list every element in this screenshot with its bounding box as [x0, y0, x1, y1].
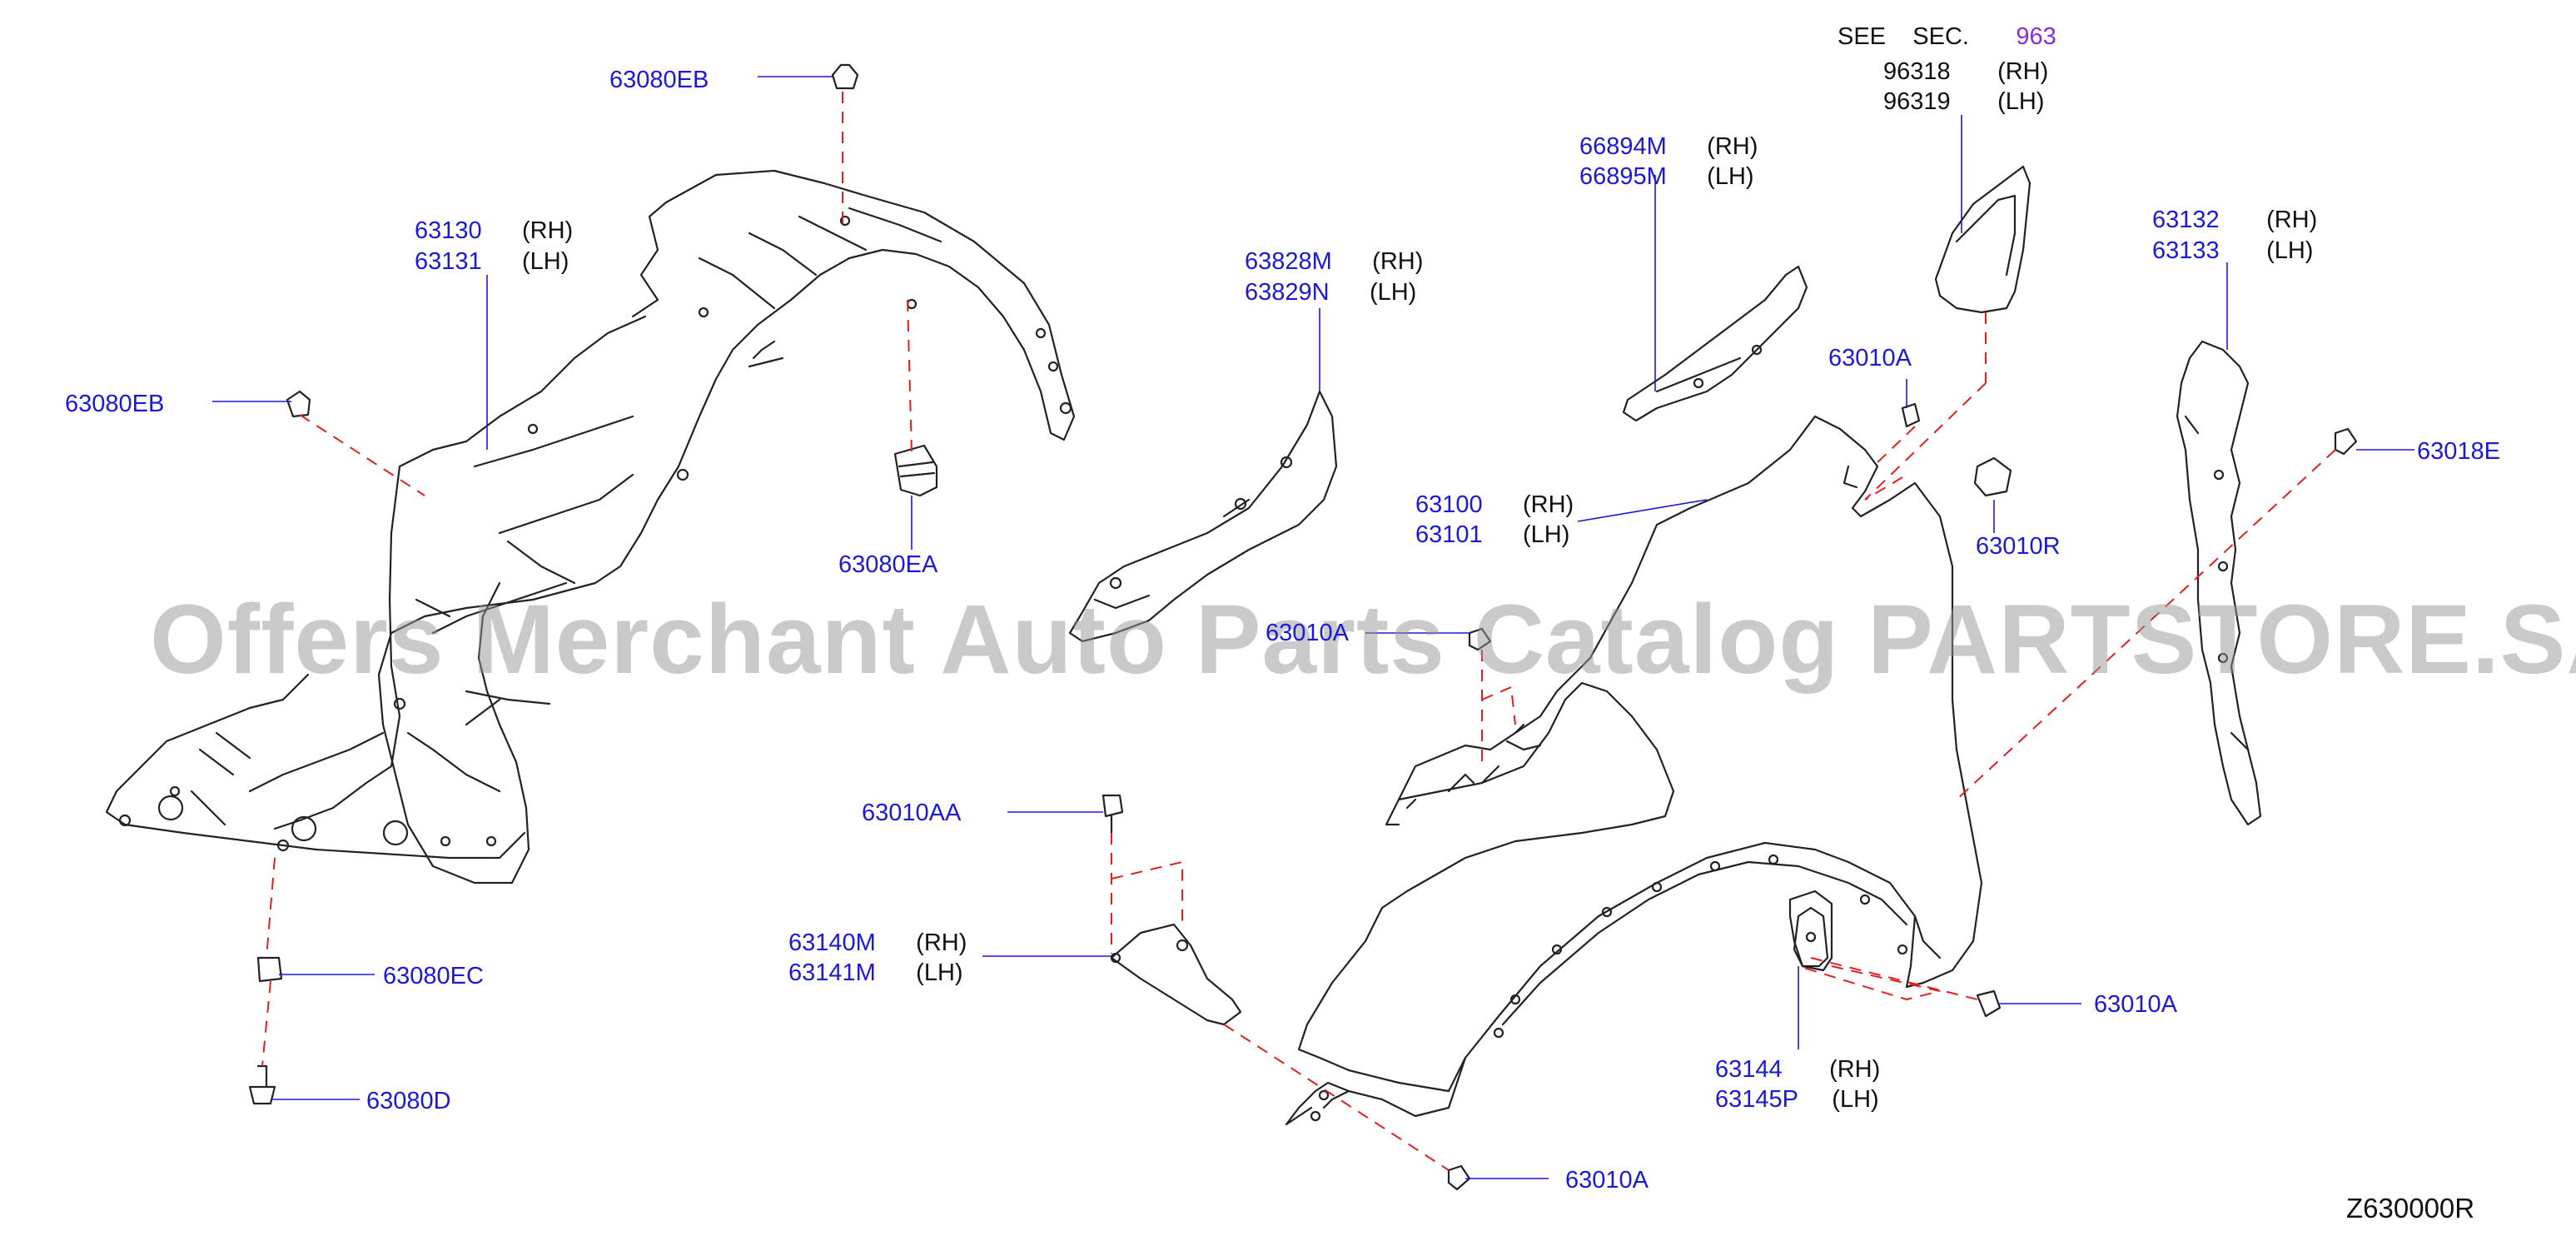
- fender-liner-illustration: [105, 169, 1076, 885]
- see-label: SEE: [1838, 23, 1887, 50]
- part-number[interactable]: 63100: [1415, 491, 1483, 518]
- sec-label: SEC.: [1912, 23, 1969, 50]
- part-number[interactable]: 96318: [1883, 58, 1951, 85]
- part-label-63010A-mid[interactable]: 63010A: [1266, 620, 1349, 646]
- part-label-66895M: 66895M (LH): [1579, 162, 1754, 192]
- part-label-63080EC[interactable]: 63080EC: [383, 963, 484, 989]
- part-label-63101: 63101 (LH): [1415, 520, 1569, 550]
- part-number[interactable]: 96319: [1883, 88, 1951, 115]
- leader-lines: [212, 76, 2414, 1179]
- side-indicator: (LH): [916, 959, 963, 986]
- fender-side-panel-illustration: [2176, 340, 2262, 826]
- fender-garnish-illustration: [1934, 165, 2031, 314]
- part-label-63080EA[interactable]: 63080EA: [838, 551, 938, 578]
- part-label-63131: 63131 (LH): [415, 247, 569, 277]
- side-indicator: (LH): [2266, 237, 2314, 264]
- part-label-63140M: 63140M (RH): [788, 928, 967, 958]
- side-indicator: (LH): [1707, 163, 1754, 190]
- side-indicator: (RH): [1829, 1056, 1881, 1083]
- part-number[interactable]: 63141M: [788, 959, 876, 986]
- see-section-note: SEE SEC. 963: [1838, 22, 2056, 52]
- part-label-63132: 63132 (RH): [2152, 205, 2317, 235]
- front-fender-illustration: [1285, 415, 1983, 1126]
- part-label-63828M: 63828M (RH): [1245, 247, 1423, 277]
- side-indicator: (RH): [1707, 133, 1758, 160]
- part-number[interactable]: 63130: [415, 217, 482, 244]
- part-number[interactable]: 66895M: [1579, 163, 1667, 190]
- part-number[interactable]: 63829N: [1245, 279, 1330, 306]
- side-indicator: (RH): [1523, 491, 1574, 518]
- fender-front-bracket-illustration: [1110, 923, 1242, 1026]
- part-label-63010R[interactable]: 63010R: [1976, 533, 2061, 560]
- side-indicator: (RH): [916, 929, 967, 956]
- part-number[interactable]: 66894M: [1579, 133, 1667, 160]
- part-number[interactable]: 63145P: [1715, 1086, 1798, 1113]
- part-label-63010A-bottom[interactable]: 63010A: [1565, 1167, 1649, 1194]
- part-number[interactable]: 63132: [2152, 207, 2220, 233]
- side-indicator: (LH): [1832, 1086, 1879, 1113]
- fasteners-illustration: [248, 63, 2358, 1191]
- side-indicator: (LH): [522, 248, 569, 275]
- part-label-63080D[interactable]: 63080D: [366, 1088, 451, 1114]
- side-indicator: (LH): [1369, 279, 1417, 306]
- part-number[interactable]: 63101: [1415, 521, 1483, 548]
- fender-lower-bracket-illustration: [1788, 890, 1833, 972]
- part-label-63133: 63133 (LH): [2152, 236, 2313, 266]
- part-number[interactable]: 63133: [2152, 237, 2220, 264]
- side-indicator: (LH): [1523, 521, 1570, 548]
- part-label-63080EB-top[interactable]: 63080EB: [609, 67, 709, 93]
- part-label-63010A-top[interactable]: 63010A: [1828, 345, 1912, 371]
- part-label-96319: 96319 (LH): [1883, 87, 2044, 117]
- part-number[interactable]: 63140M: [788, 929, 876, 956]
- part-label-96318: 96318 (RH): [1883, 57, 2048, 87]
- part-label-66894M: 66894M (RH): [1579, 132, 1758, 162]
- side-indicator: (RH): [1997, 58, 2049, 85]
- side-indicator: (RH): [522, 217, 574, 244]
- part-label-63144: 63144 (RH): [1715, 1054, 1880, 1084]
- part-number[interactable]: 63828M: [1245, 248, 1332, 275]
- side-indicator: (RH): [1372, 248, 1424, 275]
- part-number[interactable]: 63144: [1715, 1056, 1783, 1083]
- part-label-63145P: 63145P (LH): [1715, 1084, 1879, 1114]
- part-label-63080EB-left[interactable]: 63080EB: [65, 391, 165, 417]
- part-label-63100: 63100 (RH): [1415, 490, 1574, 520]
- diagram-id: Z630000R: [2346, 1193, 2475, 1224]
- part-label-63018E[interactable]: 63018E: [2417, 438, 2500, 465]
- part-number[interactable]: 63131: [415, 248, 482, 275]
- side-indicator: (LH): [1997, 88, 2045, 115]
- part-label-63010A-right[interactable]: 63010A: [2094, 991, 2177, 1018]
- section-link-963[interactable]: 963: [2016, 23, 2056, 50]
- fender-bracket-illustration: [1068, 390, 1338, 643]
- watermark: Offers Merchant Auto Parts Catalog PARTS…: [150, 585, 2576, 695]
- side-indicator: (RH): [2266, 207, 2318, 233]
- part-label-63010AA[interactable]: 63010AA: [862, 800, 962, 826]
- part-label-63130: 63130 (RH): [415, 216, 573, 246]
- fender-seal-illustration: [1622, 265, 1808, 422]
- part-label-63141M: 63141M (LH): [788, 958, 963, 988]
- part-label-63829N: 63829N (LH): [1245, 277, 1416, 307]
- assembly-dashes: [261, 92, 2336, 1171]
